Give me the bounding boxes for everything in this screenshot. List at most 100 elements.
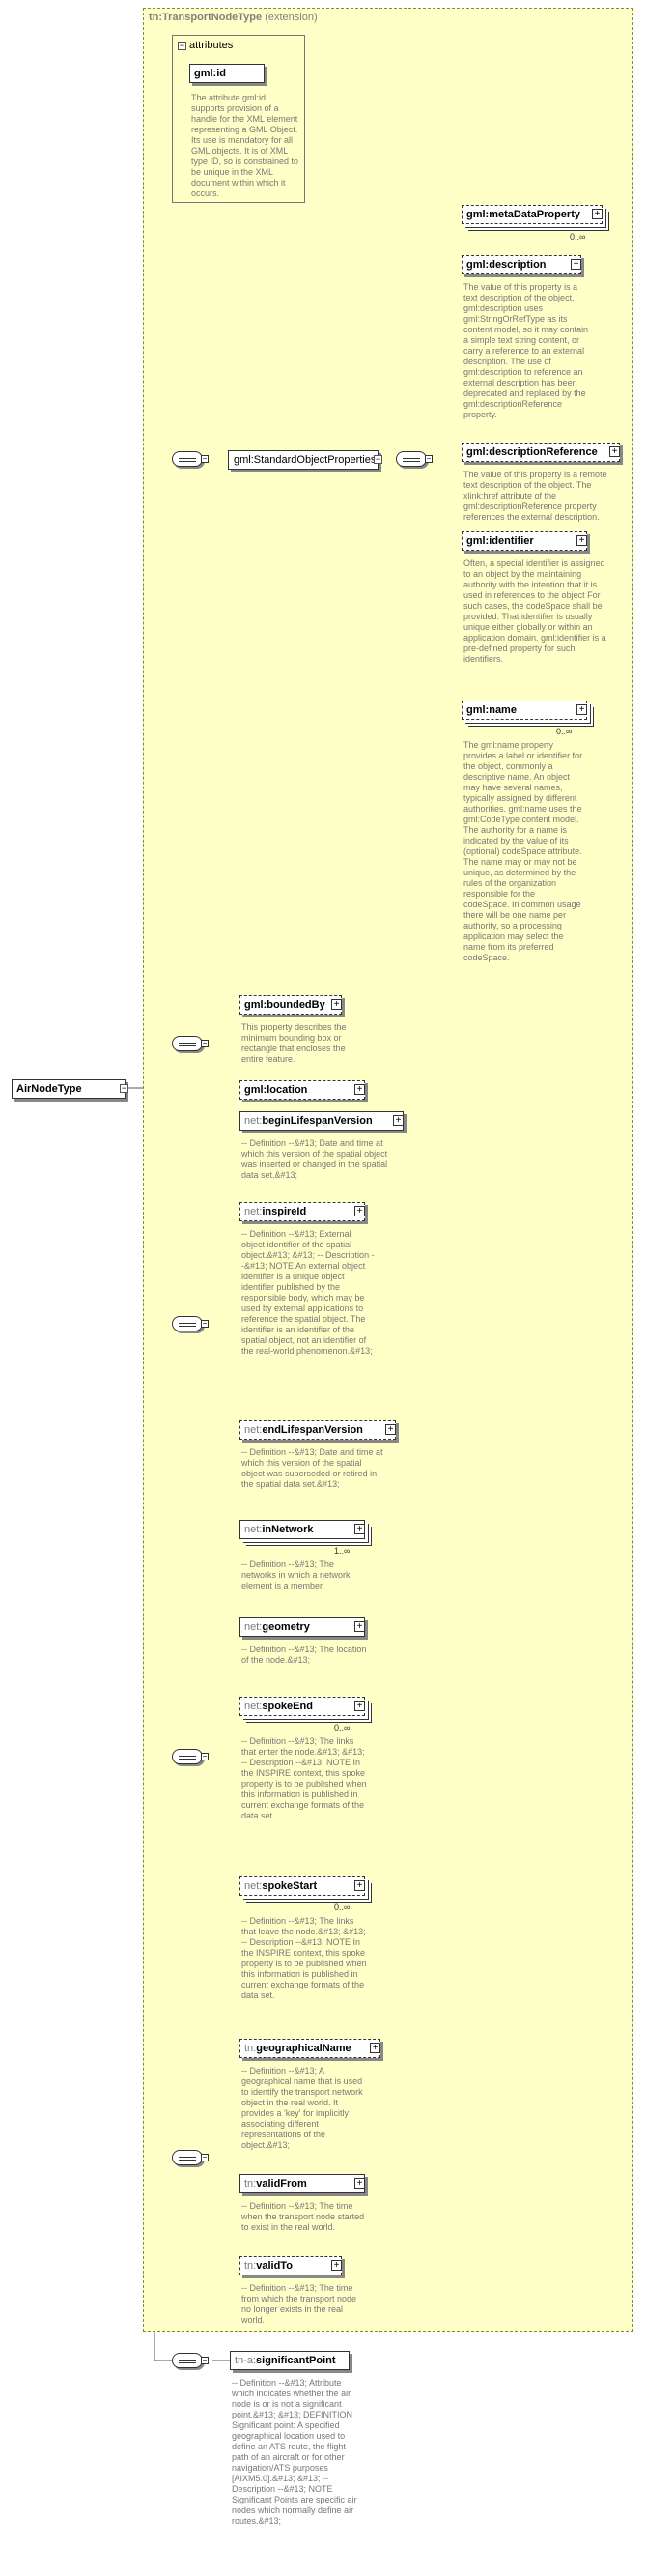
gmlid-attribute[interactable]: gml:id [189, 64, 265, 83]
plus-icon[interactable]: + [331, 2260, 342, 2271]
description-label: gml:description [466, 259, 547, 271]
geographicalname-prefix: tn: [244, 2043, 257, 2054]
minus-icon[interactable]: − [201, 2153, 209, 2161]
spokeend-cardinality: 0..∞ [334, 1723, 351, 1732]
minus-icon[interactable]: − [120, 1083, 128, 1093]
minus-icon[interactable]: − [201, 2356, 209, 2364]
net-spokeend-element[interactable]: net:spokeEnd+ [239, 1697, 365, 1716]
endlifespanversion-prefix: net: [244, 1424, 263, 1436]
validto-prefix: tn: [244, 2260, 257, 2272]
sequence-compositor-icon[interactable]: − [172, 2353, 209, 2368]
endlifespanversion-label: endLifespanVersion [262, 1424, 363, 1436]
description-doc: The value of this property is a text des… [463, 282, 589, 419]
metadataproperty-cardinality: 0..∞ [570, 232, 586, 242]
extension-container [143, 8, 633, 2332]
standard-object-properties-group[interactable]: gml:StandardObjectProperties [228, 450, 379, 470]
gml-boundedby-element[interactable]: gml:boundedBy + [239, 995, 342, 1015]
gml-description-element[interactable]: gml:description + [462, 255, 581, 274]
geometry-label: geometry [262, 1621, 310, 1633]
location-label: gml:location [244, 1084, 308, 1096]
tn-geographicalname-element[interactable]: tn:geographicalName + [239, 2039, 380, 2058]
plus-icon[interactable]: + [354, 1084, 365, 1095]
inspireid-prefix: net: [244, 1206, 263, 1217]
plus-icon[interactable]: + [576, 535, 587, 546]
geometry-doc: -- Definition --&#13; The location of th… [241, 1645, 367, 1665]
spokestart-cardinality: 0..∞ [334, 1903, 351, 1912]
innetwork-cardinality: 1..∞ [334, 1546, 351, 1556]
boundedby-label: gml:boundedBy [244, 999, 325, 1011]
gmlid-label: gml:id [194, 68, 226, 79]
net-inspireid-element[interactable]: net:inspireId + [239, 1202, 365, 1221]
beginlifespanversion-label: beginLifespanVersion [262, 1115, 373, 1127]
plus-icon[interactable]: + [592, 209, 603, 219]
beginlifespanversion-doc: -- Definition --&#13; Date and time at w… [241, 1138, 388, 1180]
geographicalname-doc: -- Definition --&#13; A geographical nam… [241, 2066, 363, 2150]
net-geometry-element[interactable]: net:geometry+ [239, 1617, 365, 1637]
spokeend-doc: -- Definition --&#13; The links that ent… [241, 1736, 367, 1820]
spokeend-prefix: net: [244, 1701, 263, 1712]
spokestart-label: spokeStart [262, 1880, 318, 1892]
plus-icon[interactable]: + [370, 2043, 380, 2053]
identifier-doc: Often, a special identifier is assigned … [463, 558, 606, 664]
extension-suffix: (extension) [265, 12, 318, 23]
gml-location-element[interactable]: gml:location + [239, 1080, 365, 1100]
innetwork-prefix: net: [244, 1524, 263, 1535]
plus-icon[interactable]: + [354, 1701, 365, 1711]
tn-validfrom-element[interactable]: tn:validFrom + [239, 2174, 365, 2193]
sequence-compositor-icon[interactable]: − [172, 451, 209, 467]
plus-icon[interactable]: + [609, 446, 620, 457]
gml-descriptionreference-element[interactable]: gml:descriptionReference+ [462, 443, 620, 462]
net-spokestart-element[interactable]: net:spokeStart+ [239, 1876, 365, 1896]
plus-icon[interactable]: + [385, 1424, 396, 1435]
plus-icon[interactable]: + [576, 704, 587, 715]
extension-type-name: tn:TransportNodeType [149, 12, 263, 23]
name-cardinality: 0..∞ [556, 727, 573, 736]
plus-icon[interactable]: + [331, 999, 342, 1010]
gmlid-doc: The attribute gml:id supports provision … [191, 93, 299, 198]
sequence-compositor-icon[interactable]: − [396, 451, 433, 467]
name-label: gml:name [466, 704, 517, 716]
validfrom-label: validFrom [256, 2178, 307, 2190]
gml-name-element[interactable]: gml:name + [462, 701, 587, 720]
plus-icon[interactable]: + [354, 1880, 365, 1891]
gml-identifier-element[interactable]: gml:identifier + [462, 531, 587, 551]
minus-icon[interactable]: − [374, 454, 382, 464]
plus-icon[interactable]: + [354, 1621, 365, 1632]
validto-label: validTo [256, 2260, 293, 2272]
sequence-compositor-icon[interactable]: − [172, 1036, 209, 1051]
minus-icon[interactable]: − [201, 454, 209, 463]
validfrom-prefix: tn: [244, 2178, 257, 2190]
identifier-label: gml:identifier [466, 535, 534, 547]
inspireid-doc: -- Definition --&#13; External object id… [241, 1229, 375, 1356]
geographicalname-label: geographicalName [256, 2043, 351, 2054]
plus-icon[interactable]: + [354, 1206, 365, 1216]
innetwork-label: inNetwork [262, 1524, 314, 1535]
plus-icon[interactable]: + [354, 1524, 365, 1534]
plus-icon[interactable]: + [393, 1115, 404, 1126]
name-doc: The gml:name property provides a label o… [463, 740, 583, 962]
metadataproperty-label: gml:metaDataProperty [466, 209, 580, 220]
beginlifespanversion-prefix: net: [244, 1115, 263, 1127]
minus-icon[interactable]: − [201, 1752, 209, 1760]
extension-title: tn:TransportNodeType (extension) [149, 12, 318, 23]
minus-icon[interactable]: − [201, 1319, 209, 1328]
tn-validto-element[interactable]: tn:validTo + [239, 2256, 342, 2275]
net-innetwork-element[interactable]: net:inNetwork + [239, 1520, 365, 1539]
minus-icon[interactable]: − [201, 1039, 209, 1047]
validto-doc: -- Definition --&#13; The time from whic… [241, 2283, 357, 2325]
minus-icon[interactable]: − [178, 41, 186, 50]
net-beginlifespanversion-element[interactable]: net:beginLifespanVersion + [239, 1111, 404, 1131]
minus-icon[interactable]: − [425, 454, 433, 463]
sequence-compositor-icon[interactable]: − [172, 2150, 209, 2165]
innetwork-doc: -- Definition --&#13; The networks in wh… [241, 1560, 351, 1590]
plus-icon[interactable]: + [354, 2178, 365, 2189]
tn-a-significantpoint-element[interactable]: tn-a:significantPoint [230, 2351, 350, 2370]
sequence-compositor-icon[interactable]: − [172, 1316, 209, 1331]
gml-metadataproperty-element[interactable]: gml:metaDataProperty + [462, 205, 603, 224]
plus-icon[interactable]: + [571, 259, 581, 270]
inspireid-label: inspireId [262, 1206, 307, 1217]
sequence-compositor-icon[interactable]: − [172, 1749, 209, 1764]
root-element[interactable]: AirNodeType [12, 1079, 126, 1099]
attributes-title: attributes [189, 40, 234, 51]
net-endlifespanversion-element[interactable]: net:endLifespanVersion + [239, 1420, 396, 1440]
